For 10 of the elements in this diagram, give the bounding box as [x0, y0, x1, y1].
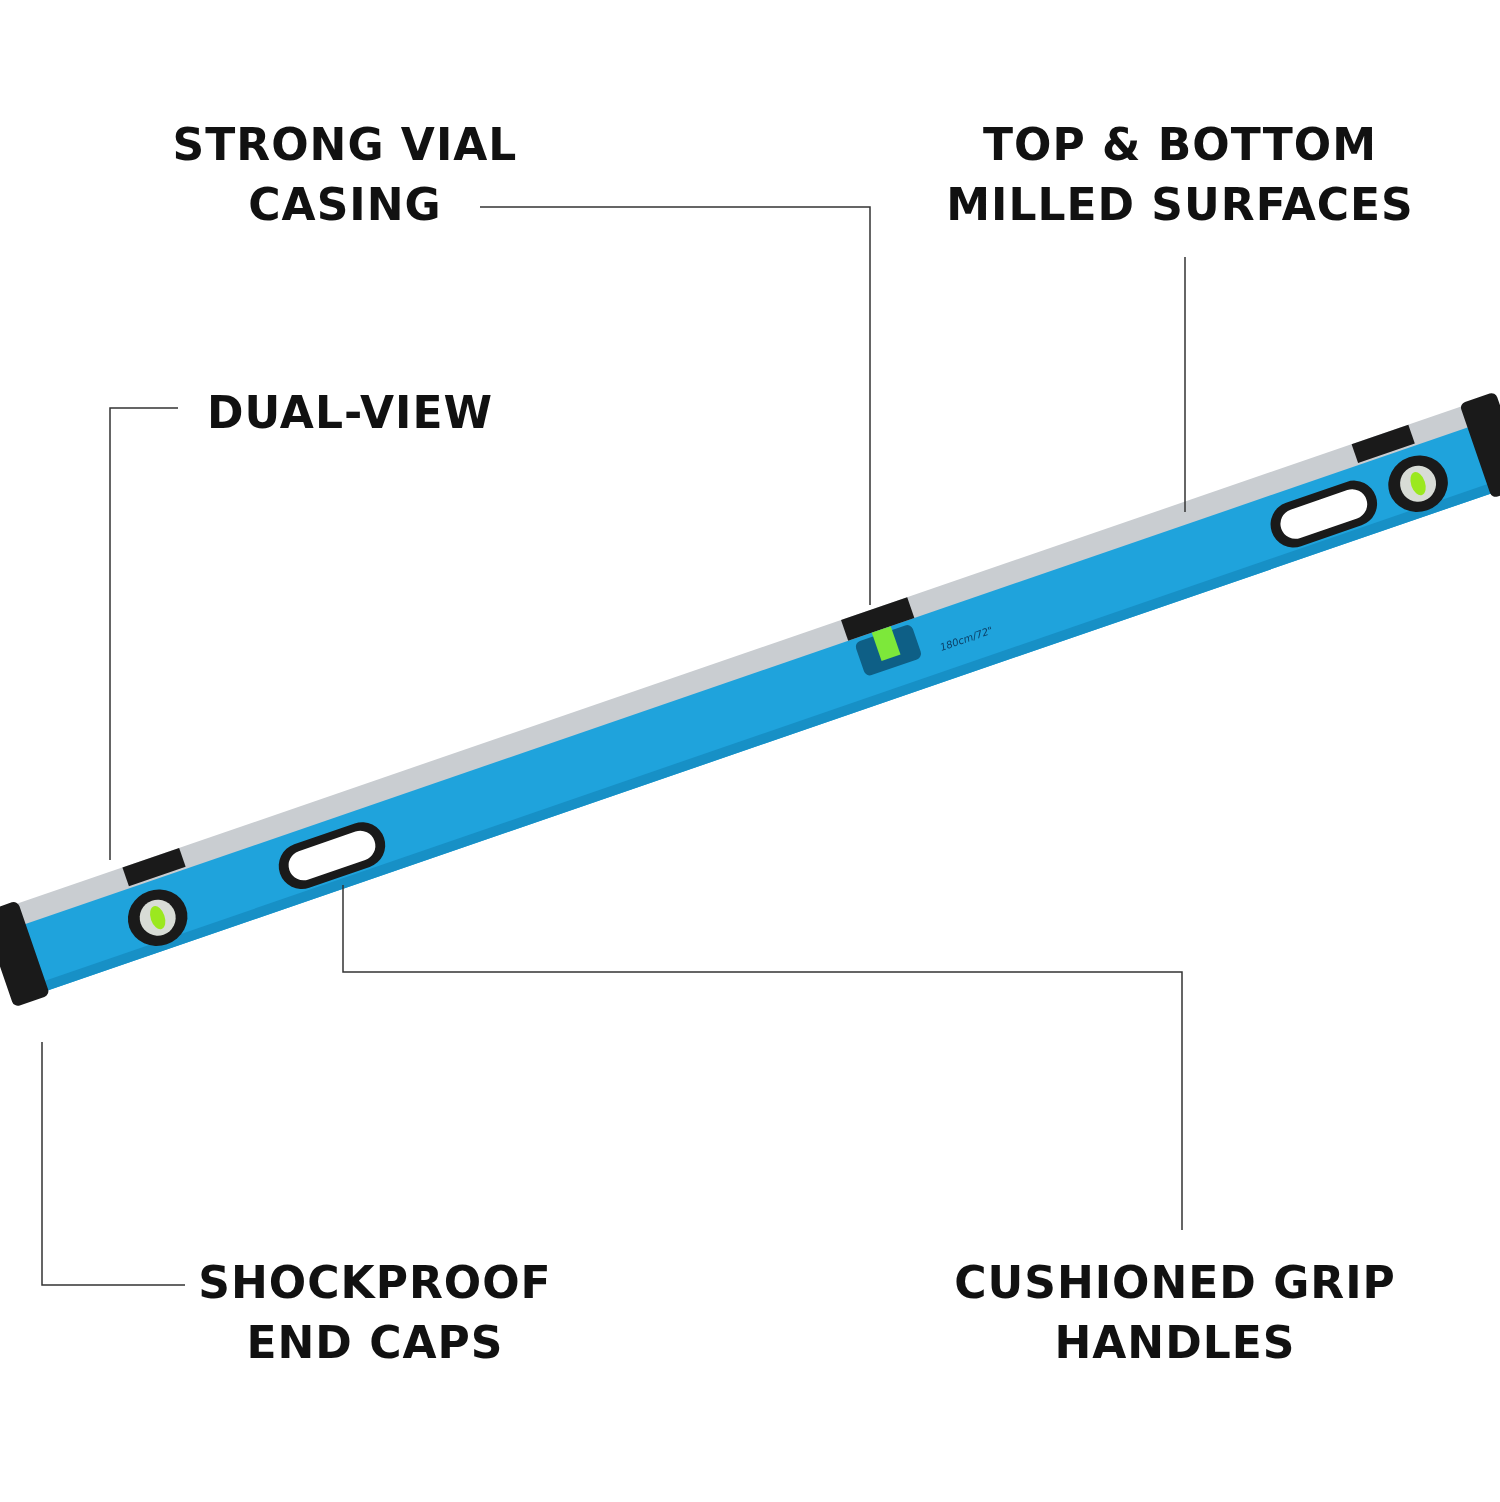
callout-text: CUSHIONED GRIP HANDLES	[940, 1253, 1410, 1373]
callout-text: SHOCKPROOF END CAPS	[180, 1253, 570, 1373]
callout-text: TOP & BOTTOM MILLED SURFACES	[920, 115, 1440, 235]
leader-line	[109, 407, 179, 861]
leader-line	[342, 884, 1183, 1231]
leader-line	[479, 206, 871, 606]
leader-line	[1184, 256, 1186, 513]
leader-line	[41, 1041, 186, 1286]
callout-text: DUAL-VIEW	[185, 383, 515, 443]
callout-text: STRONG VIAL CASING	[130, 115, 560, 235]
